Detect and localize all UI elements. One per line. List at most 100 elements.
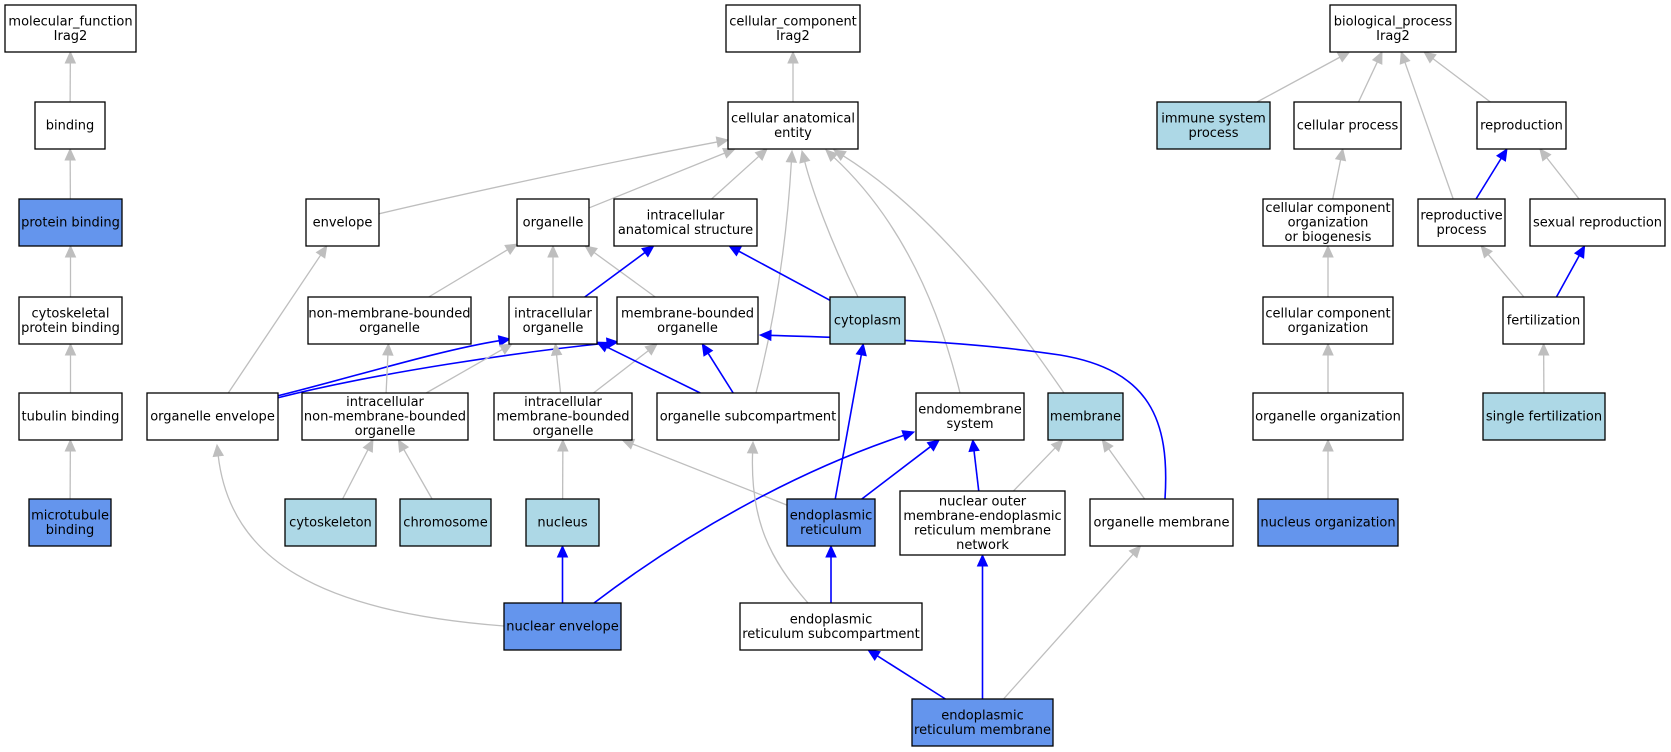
edge-line xyxy=(1357,60,1379,103)
node-nucleus-organization[interactable]: nucleus organization xyxy=(1257,498,1399,547)
node-box xyxy=(508,296,598,345)
edge-intracellular-non-membrane-bounded-organelle-to-intracellular-organelle xyxy=(425,343,513,394)
edge-membrane-bounded-organelle-to-organelle xyxy=(584,245,656,298)
edge-immune-system-process-to-biological-process xyxy=(1256,51,1351,103)
edge-arrowhead xyxy=(1539,148,1552,162)
edge-arrowhead xyxy=(504,243,519,255)
node-nucleus[interactable]: nucleus xyxy=(525,498,600,547)
edge-arrowhead xyxy=(362,438,374,453)
node-label-line: anatomical structure xyxy=(618,223,753,238)
node-organelle-membrane[interactable]: organelle membrane xyxy=(1089,498,1234,547)
node-box xyxy=(1482,392,1606,441)
edge-non-membrane-bounded-organelle-to-organelle xyxy=(428,243,519,298)
node-box xyxy=(1252,392,1404,441)
edge-line xyxy=(428,248,509,298)
node-label-line: endoplasmic xyxy=(790,612,872,627)
node-label-line: cytoskeletal xyxy=(31,306,109,321)
edge-line xyxy=(834,353,863,500)
node-box xyxy=(656,392,840,441)
node-reproduction[interactable]: reproduction xyxy=(1476,101,1567,150)
edge-arrowhead xyxy=(976,553,989,567)
edge-fertilization-to-sexual-reproduction xyxy=(1555,244,1586,298)
node-label-line: protein binding xyxy=(21,216,120,231)
edge-line xyxy=(593,434,905,604)
node-label-line: intracellular xyxy=(514,306,592,321)
edge-arrowhead xyxy=(855,342,867,357)
node-label-line: endoplasmic xyxy=(941,708,1023,723)
node-organelle-subcompartment[interactable]: organelle subcompartment xyxy=(656,392,840,441)
node-box xyxy=(503,602,622,651)
edge-line xyxy=(605,345,701,394)
node-organelle-envelope[interactable]: organelle envelope xyxy=(146,392,279,441)
node-intracellular-non-membrane-bounded-organelle[interactable]: intracellularnon-membrane-boundedorganel… xyxy=(301,392,469,441)
node-box xyxy=(28,498,112,547)
node-envelope[interactable]: envelope xyxy=(305,198,380,247)
node-cellular-process[interactable]: cellular process xyxy=(1293,101,1402,150)
edge-arrowhead xyxy=(1101,439,1114,453)
edge-line xyxy=(227,253,322,394)
node-cytoplasm[interactable]: cytoplasm xyxy=(829,296,906,345)
node-nuclear-envelope[interactable]: nuclear envelope xyxy=(503,602,622,651)
node-organelle-organization[interactable]: organelle organization xyxy=(1252,392,1404,441)
edge-line xyxy=(876,654,946,700)
edge-line xyxy=(842,154,1065,394)
node-label-line: organelle xyxy=(359,321,420,336)
node-binding[interactable]: binding xyxy=(34,101,106,150)
edge-endoplasmic-reticulum-to-endomembrane-system xyxy=(861,439,941,500)
node-cytoskeleton[interactable]: cytoskeleton xyxy=(284,498,377,547)
edge-microtubule-binding-to-tubulin-binding xyxy=(64,438,77,500)
node-sexual-reproduction[interactable]: sexual reproduction xyxy=(1529,198,1666,247)
node-box xyxy=(18,392,123,441)
node-box xyxy=(525,498,600,547)
node-label-line: single fertilization xyxy=(1486,410,1602,425)
edge-line xyxy=(755,160,793,394)
node-single-fertilization[interactable]: single fertilization xyxy=(1482,392,1606,441)
node-fertilization[interactable]: fertilization xyxy=(1502,296,1585,345)
node-label-line: membrane xyxy=(1050,410,1121,425)
edge-cytoskeletal-protein-binding-to-protein-binding xyxy=(64,244,77,297)
node-membrane[interactable]: membrane xyxy=(1047,392,1124,441)
edge-organelle-envelope-to-envelope xyxy=(227,244,328,394)
edge-arrowhead xyxy=(641,245,655,258)
edge-line xyxy=(832,156,961,394)
edge-line xyxy=(593,349,650,394)
edge-line xyxy=(1555,254,1581,298)
edge-arrowhead xyxy=(901,430,916,442)
edge-organelle-membrane-to-membrane xyxy=(1101,439,1146,500)
node-nuclear-outer-membrane-er-network[interactable]: nuclear outermembrane-endoplasmicreticul… xyxy=(899,490,1066,556)
edge-intracellular-membrane-bounded-organelle-to-intracellular-organelle xyxy=(550,342,563,394)
edge-arrowhead xyxy=(758,329,772,342)
node-label-line: organelle membrane xyxy=(1093,516,1229,531)
edge-line xyxy=(737,250,831,302)
edge-intracellular-anatomical-structure-to-cellular-anatomical-entity xyxy=(711,148,768,200)
node-label-line: cellular process xyxy=(1297,119,1399,134)
edge-er-membrane-to-organelle-membrane xyxy=(1003,545,1142,700)
edge-sexual-reproduction-to-reproduction xyxy=(1539,148,1580,200)
edge-protein-binding-to-binding xyxy=(64,147,76,200)
node-chromosome[interactable]: chromosome xyxy=(399,498,492,547)
node-protein-binding[interactable]: protein binding xyxy=(18,198,123,247)
node-organelle[interactable]: organelle xyxy=(516,198,590,247)
edge-reproductive-process-to-reproduction xyxy=(1475,147,1508,200)
node-box xyxy=(1047,392,1124,441)
node-tubulin-binding[interactable]: tubulin binding xyxy=(18,392,123,441)
